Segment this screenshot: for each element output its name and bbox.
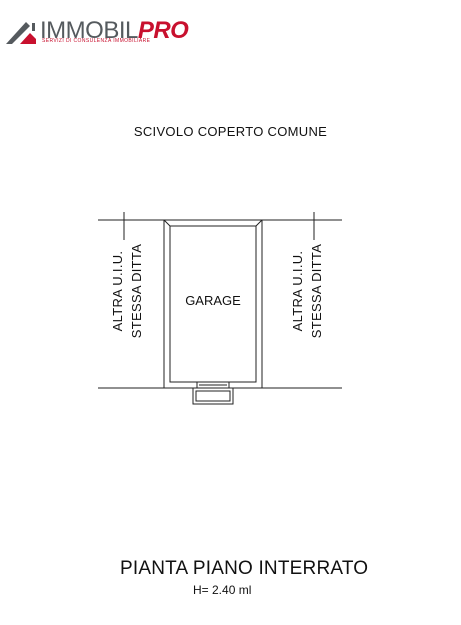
right-neighbor-label-line1: ALTRA U.I.U. bbox=[290, 250, 305, 332]
garage-label: GARAGE bbox=[185, 293, 241, 308]
logo-tagline: SERVIZI DI CONSULENZA IMMOBILIARE bbox=[42, 38, 151, 44]
top-area-label: SCIVOLO COPERTO COMUNE bbox=[133, 124, 328, 139]
logo-brand-part2: PRO bbox=[137, 17, 189, 44]
plan-height-note: H= 2.40 ml bbox=[193, 583, 252, 597]
logo-house-icon bbox=[6, 22, 36, 44]
logo-wordmark: IMMOBILPRO bbox=[40, 17, 189, 44]
left-neighbor-label-line1: ALTRA U.I.U. bbox=[110, 250, 125, 332]
garage-entrance-detail bbox=[192, 381, 234, 405]
right-neighbor-label-line2: STESSA DITTA bbox=[309, 243, 324, 339]
left-neighbor-label-line2: STESSA DITTA bbox=[129, 243, 144, 339]
plan-title: PIANTA PIANO INTERRATO bbox=[120, 558, 369, 579]
logo-brand-part1: IMMOBIL bbox=[40, 17, 138, 44]
